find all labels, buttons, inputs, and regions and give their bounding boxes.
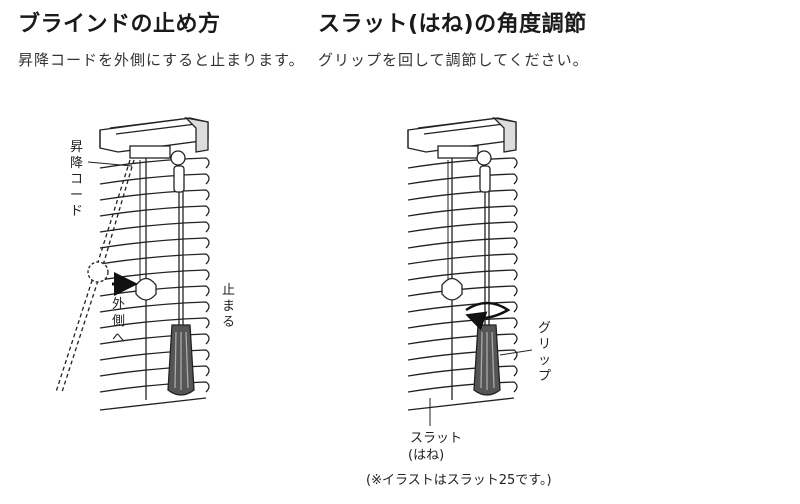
slat-label-sub: (はね)	[408, 448, 444, 463]
slats	[99, 157, 210, 411]
angle-section-title: スラット(はね)の角度調節	[318, 12, 587, 37]
stop-section-title: ブラインドの止め方	[18, 12, 221, 37]
outward-label-char: 外	[112, 297, 125, 312]
stop-label-char: ま	[222, 299, 235, 314]
angle-section-description: グリップを回して調節してください。	[318, 51, 589, 69]
cord-equalizer-dashed	[87, 261, 109, 283]
lift-cord-label-char: コ	[70, 172, 83, 187]
rotate-arrow-icon	[465, 301, 511, 331]
stop-section-description: 昇降コードを外側にすると止まります。	[18, 51, 305, 69]
lift-cord-label-char: ー	[70, 188, 83, 203]
cord-equalizer	[441, 277, 463, 301]
lift-cord-label: 昇 降 コ ー ド	[70, 140, 83, 219]
stop-section: ブラインドの止め方 昇降コードを外側にすると止まります。	[18, 0, 308, 72]
grip-label-char: リ	[538, 337, 551, 352]
stop-label: 止 ま る	[222, 283, 235, 330]
lift-cord-label-char: 降	[70, 156, 83, 171]
angle-section: スラット(はね)の角度調節 グリップを回して調節してください。	[318, 0, 618, 72]
lift-cord-label-char: ド	[70, 204, 83, 219]
slats	[407, 157, 518, 411]
head-rail	[407, 116, 517, 159]
outward-label-char: 側	[112, 314, 125, 329]
stop-label-char: 止	[222, 283, 235, 298]
grip-label-char: プ	[538, 369, 551, 384]
outward-label: 外 側 へ	[112, 297, 125, 346]
grip-label: グ リ ッ プ	[538, 321, 551, 384]
left-blind-illustration	[55, 116, 210, 411]
right-blind-illustration	[407, 116, 533, 426]
head-rail	[99, 116, 209, 159]
lift-cord-label-char: 昇	[70, 140, 83, 155]
slat-label: スラット	[410, 431, 462, 446]
grip-label-char: ッ	[538, 353, 551, 368]
cord-equalizer	[135, 277, 157, 301]
stop-label-char: る	[222, 315, 235, 330]
grip-label-char: グ	[538, 321, 551, 336]
illustration-note: (※イラストはスラット25です。)	[366, 473, 552, 488]
outward-label-char: へ	[112, 331, 125, 346]
